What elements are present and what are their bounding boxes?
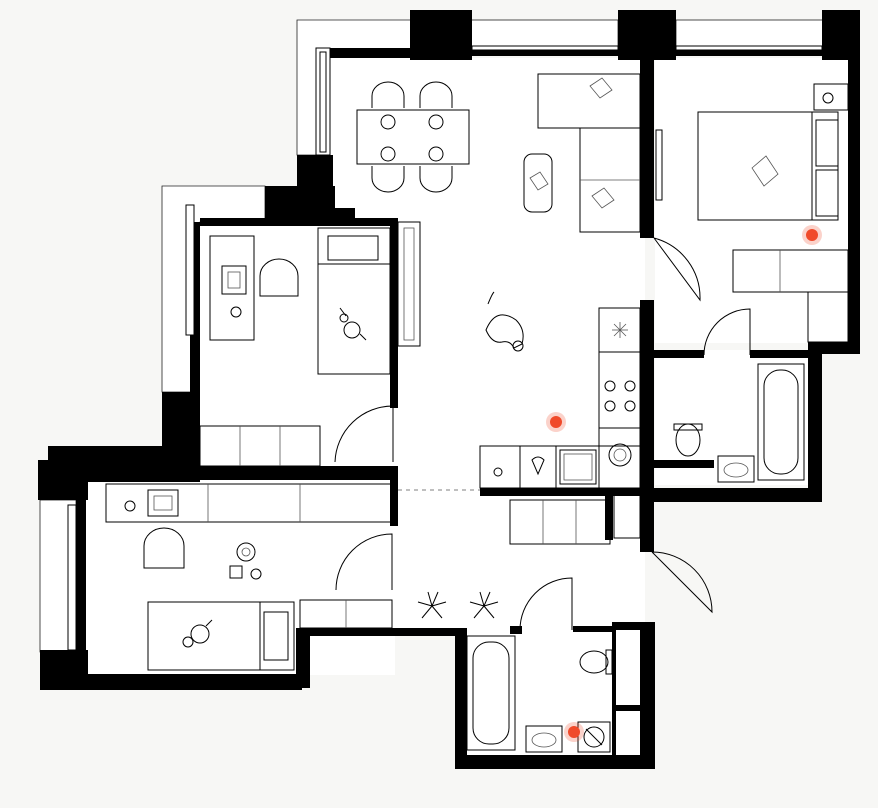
dining-area [356, 81, 470, 193]
wardrobe [397, 221, 421, 347]
kitchen [479, 307, 641, 489]
coffee-table [523, 153, 553, 213]
rabbit-toy-icon [339, 307, 367, 341]
teddy-bear-icon [182, 619, 213, 648]
windows [67, 45, 823, 651]
cabinets [199, 425, 641, 629]
upper-bathroom [673, 363, 805, 483]
sink-icon [525, 725, 563, 753]
bathtub-icon [757, 363, 805, 481]
master-bedroom [697, 83, 849, 343]
kids-room-lower [105, 483, 393, 671]
washing-machine-icon [608, 443, 632, 467]
desk [209, 235, 255, 341]
sink-icon [717, 455, 755, 483]
lower-bathroom [466, 635, 613, 753]
toilet-icon [673, 423, 703, 457]
hotspots[interactable] [546, 225, 822, 742]
plant-icon [417, 591, 499, 619]
toilet-icon [579, 649, 613, 675]
walls [38, 10, 860, 769]
floors [85, 58, 850, 755]
bathtub-icon [466, 635, 516, 751]
toys-icon [229, 542, 262, 580]
hotspot-living-kitchen[interactable] [546, 412, 566, 432]
fridge-icon [612, 322, 628, 338]
hotspot-bedroom[interactable] [802, 225, 822, 245]
chair-icon [259, 258, 299, 297]
bed-icon [697, 111, 839, 221]
plate-icon [380, 114, 444, 162]
dining-table [356, 109, 470, 165]
stove-icon [604, 380, 636, 412]
wardrobe [732, 249, 849, 293]
sofa [523, 73, 641, 233]
laptop-icon [147, 489, 179, 517]
dog-icon [485, 291, 524, 352]
bed-icon [147, 601, 295, 671]
doors [334, 237, 751, 631]
nightstand [813, 83, 849, 111]
bed-icon [317, 227, 391, 375]
chair-icon [371, 81, 453, 193]
hotspot-bathroom[interactable] [564, 722, 584, 742]
chair-icon [143, 527, 185, 569]
washing-machine-icon [577, 721, 611, 753]
kids-room-upper [209, 221, 421, 375]
sink-icon [559, 449, 597, 485]
laptop-icon [221, 265, 247, 295]
